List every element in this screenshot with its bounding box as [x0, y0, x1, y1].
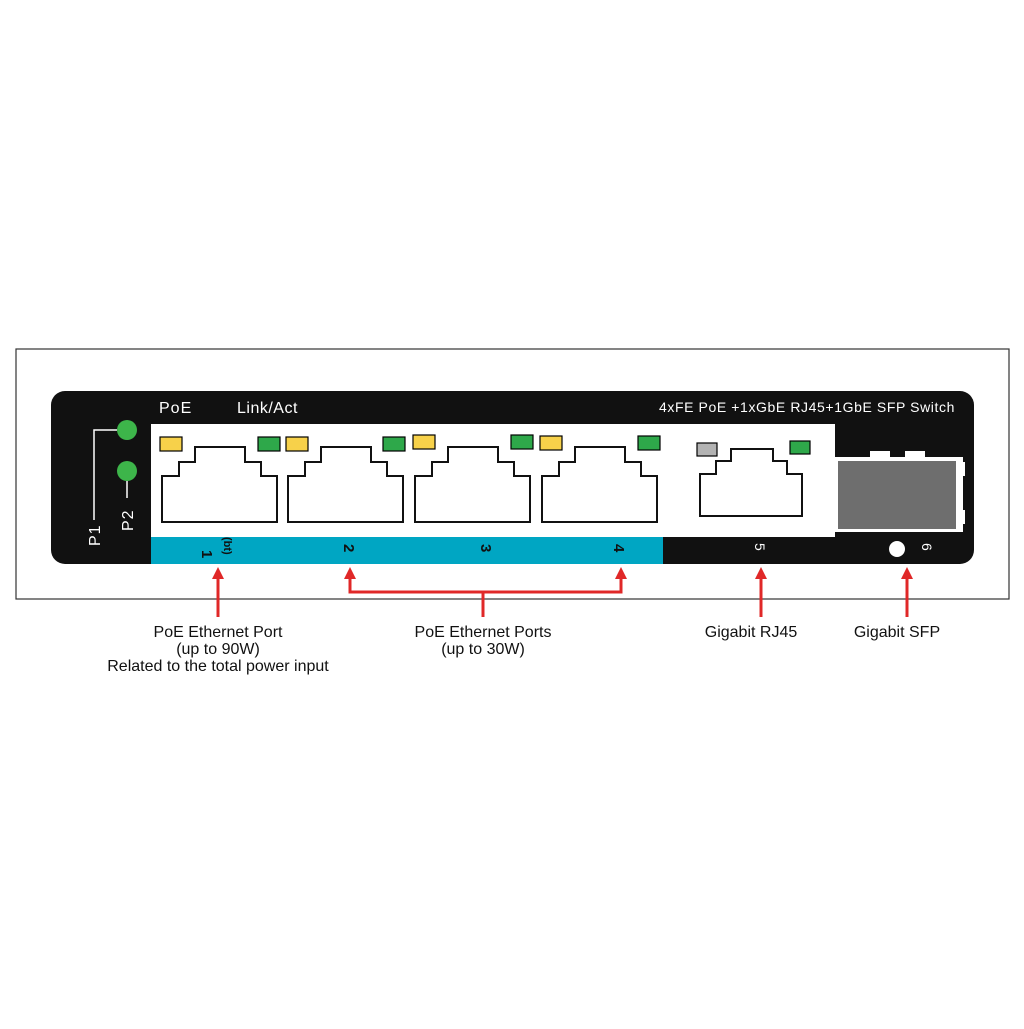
callout-poe-bt-line-3: Related to the total power input — [107, 658, 329, 675]
poe-led-label: PoE — [159, 400, 192, 417]
model-label: 4xFE PoE +1xGbE RJ45+1GbE SFP Switch — [659, 399, 955, 415]
port-4-rj45-jack-icon — [541, 446, 658, 523]
callout-poe-bt-port: PoE Ethernet Port (up to 90W) Related to… — [60, 624, 376, 675]
poe-port-band — [151, 537, 663, 564]
arrowhead-port-4 — [615, 567, 627, 579]
port-5-link-led-icon — [789, 440, 811, 455]
port-2-poe-led-icon — [285, 436, 309, 452]
callout-gigabit-rj45-line-1: Gigabit RJ45 — [704, 624, 798, 641]
port-2-rj45-jack-icon — [287, 446, 404, 523]
p1-leader-line — [93, 429, 117, 520]
callout-poe-bt-line-1: PoE Ethernet Port — [153, 624, 283, 641]
port-2-link-led-icon — [382, 436, 406, 452]
callout-arrows — [212, 567, 913, 617]
arrowhead-port-5 — [755, 567, 767, 579]
port-5-status-led-icon — [696, 442, 718, 457]
port-5-number: 5 — [752, 543, 768, 551]
sfp-cage-icon — [830, 451, 965, 532]
port-3-rj45-jack-icon — [414, 446, 531, 523]
bracket-ports-2-4 — [348, 576, 623, 594]
port-1-number: 1 — [198, 550, 215, 558]
sfp-status-led-icon — [889, 541, 905, 557]
port-2-number: 2 — [340, 544, 357, 552]
port-4-poe-led-icon — [539, 435, 563, 451]
link-act-led-label: Link/Act — [237, 400, 298, 417]
arrowhead-port-2 — [344, 567, 356, 579]
port-1-bt-label: (bt) — [221, 537, 233, 555]
power-2-indicator-icon — [117, 461, 137, 481]
p2-label: P2 — [120, 509, 137, 531]
callout-poe-at-line-2: (up to 30W) — [441, 641, 525, 658]
port-3-link-led-icon — [510, 434, 534, 450]
callout-gigabit-sfp: Gigabit SFP — [837, 624, 957, 641]
arrowhead-port-6 — [901, 567, 913, 579]
port-1-rj45-jack-icon — [161, 446, 278, 523]
port-1-poe-led-icon — [159, 436, 183, 452]
port-3-poe-led-icon — [412, 434, 436, 450]
callout-gigabit-rj45: Gigabit RJ45 — [681, 624, 821, 641]
callout-poe-bt-line-2: (up to 90W) — [176, 641, 260, 658]
port-4-number: 4 — [610, 544, 627, 553]
callout-poe-at-ports: PoE Ethernet Ports (up to 30W) — [383, 624, 583, 658]
port-4-link-led-icon — [637, 435, 661, 451]
port-5-rj45-jack-icon — [699, 448, 803, 517]
port-1-link-led-icon — [257, 436, 281, 452]
callout-poe-at-line-1: PoE Ethernet Ports — [414, 624, 552, 641]
port-3-number: 3 — [477, 544, 494, 552]
power-1-indicator-icon — [117, 420, 137, 440]
port-6-number: 6 — [919, 543, 935, 551]
arrowhead-port-1 — [212, 567, 224, 579]
p1-label: P1 — [87, 524, 104, 546]
callout-gigabit-sfp-line-1: Gigabit SFP — [853, 624, 941, 641]
